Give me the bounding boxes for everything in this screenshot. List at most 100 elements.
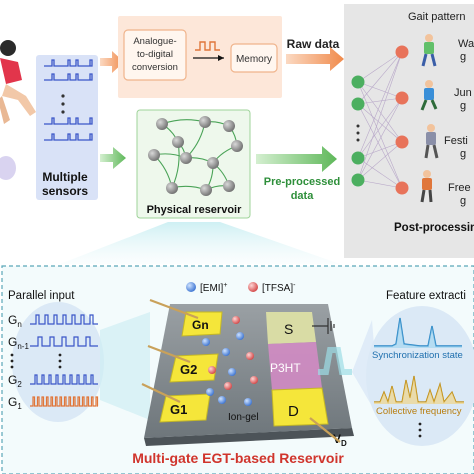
gate-g1-electrode — [159, 393, 211, 423]
drain-label: D — [288, 403, 299, 420]
emi-ion-icon — [186, 282, 196, 292]
nn-connection — [357, 103, 403, 143]
tfsa-ion — [250, 376, 258, 384]
probe-wires — [141, 298, 341, 443]
sync-state-label: Synchronization state — [372, 350, 463, 361]
reservoir-node — [223, 120, 235, 132]
nn-connection — [357, 81, 403, 99]
gait-suffix-4: g — [460, 195, 466, 207]
preprocessed-label-line2: data — [291, 190, 315, 202]
sensor-pulse-trains — [44, 59, 93, 141]
preprocessed-arrow — [256, 146, 337, 172]
nn-connection — [357, 51, 403, 181]
p3ht-channel — [268, 342, 322, 390]
digital-pulse-icon — [195, 41, 220, 51]
reservoir-node — [156, 118, 168, 130]
gait-suffix-1: g — [460, 51, 466, 63]
reservoir-node — [199, 116, 211, 128]
preprocessed-label-line1: Pre-processed — [264, 176, 340, 188]
emi-ion — [236, 332, 244, 340]
tfsa-ion — [232, 316, 240, 324]
raw-data-arrow — [286, 47, 344, 71]
gate-input-gn: Gn — [8, 313, 22, 329]
sensor-ellipsis — [61, 94, 65, 114]
gate-pulse-train — [30, 314, 98, 325]
tfsa-ion-icon — [248, 282, 258, 292]
reservoir-node — [180, 152, 192, 164]
nn-connection — [357, 81, 403, 143]
adc-label-line2: to-digital — [137, 49, 173, 60]
sensor-pulse-train — [44, 59, 93, 67]
gait-label-festinating: Festi — [444, 135, 468, 147]
gate-g2-electrode — [169, 353, 219, 383]
adc-box — [123, 29, 187, 81]
emi-ion — [206, 388, 214, 396]
ion-gel-label: Ion-gel — [228, 412, 259, 423]
gate-g2-label: G2 — [180, 362, 197, 377]
egt-device — [144, 304, 354, 446]
runner-illustration — [0, 40, 36, 180]
gait-figures — [420, 34, 439, 203]
nn-connection — [357, 157, 403, 189]
raw-data-label: Raw data — [287, 37, 340, 51]
p3ht-label: P3HT — [270, 361, 301, 375]
gate-gn-electrode — [181, 311, 223, 337]
nn-connection — [357, 51, 403, 83]
collective-frequency-fill — [374, 376, 464, 404]
gait-label-walking: Wa — [458, 38, 474, 50]
nn-connection — [357, 179, 403, 189]
input-layer-nodes — [351, 75, 365, 187]
sensor-pulse-train — [44, 73, 93, 81]
nn-connection — [357, 81, 403, 189]
emi-ion — [228, 368, 236, 376]
nn-connection — [357, 51, 403, 105]
sensor-pulse-train — [44, 117, 93, 125]
neural-network-connections — [357, 51, 403, 189]
output-layer-nodes — [395, 45, 409, 195]
input-beam — [100, 312, 150, 420]
gate-pulse-train — [30, 336, 98, 347]
adc-label-line3: conversion — [132, 62, 178, 73]
reservoir-node — [207, 157, 219, 169]
parallel-input-label: Parallel input — [8, 290, 75, 302]
gate-input-gn1: Gn-1 — [8, 335, 29, 351]
nn-connection — [357, 103, 403, 189]
reservoir-panel — [136, 109, 251, 219]
tfsa-ion — [208, 366, 216, 374]
gait-suffix-3: g — [460, 148, 466, 160]
gate-pulse-train — [30, 374, 98, 385]
nn-connection — [357, 97, 403, 181]
bottom-title: Multi-gate EGT-based Reservoir — [132, 450, 344, 466]
post-processing-label: Post-processin — [394, 222, 474, 234]
emi-label: [EMI]+ — [200, 282, 227, 294]
feature-ellipsis — [418, 422, 422, 438]
post-processing-panel — [344, 4, 474, 258]
tfsa-ion — [246, 352, 254, 360]
sensors-label-line1: Multiple — [42, 170, 88, 184]
feature-plots — [374, 317, 464, 404]
adc-label-line1: Analogue- — [133, 36, 176, 47]
emi-ion — [218, 396, 226, 404]
input-ellipse — [12, 302, 104, 422]
reservoir-node — [231, 140, 243, 152]
collective-frequency-label: Collective frequency — [376, 406, 462, 417]
gate-pulse-train — [30, 396, 99, 407]
feature-extraction-label: Feature extracti — [386, 290, 466, 302]
zoom-spotlight — [60, 222, 340, 264]
gait-label-freezing: Free — [448, 182, 471, 194]
source-label: S — [284, 321, 293, 337]
output-pulse — [318, 347, 352, 375]
tfsa-label: [TFSA]- — [262, 282, 296, 294]
emi-ion — [202, 338, 210, 346]
ground-icon — [312, 318, 335, 334]
gate-gn-label: Gn — [192, 318, 209, 332]
drain-electrode — [271, 387, 329, 427]
green-arrow-to-reservoir — [100, 147, 126, 169]
sensors-panel — [36, 55, 98, 200]
nn-connection — [357, 97, 403, 159]
reservoir-node — [200, 184, 212, 196]
nn-connection — [357, 51, 403, 159]
emi-ion — [222, 348, 230, 356]
ion-gel-ions — [202, 316, 258, 406]
memory-label: Memory — [236, 54, 272, 65]
